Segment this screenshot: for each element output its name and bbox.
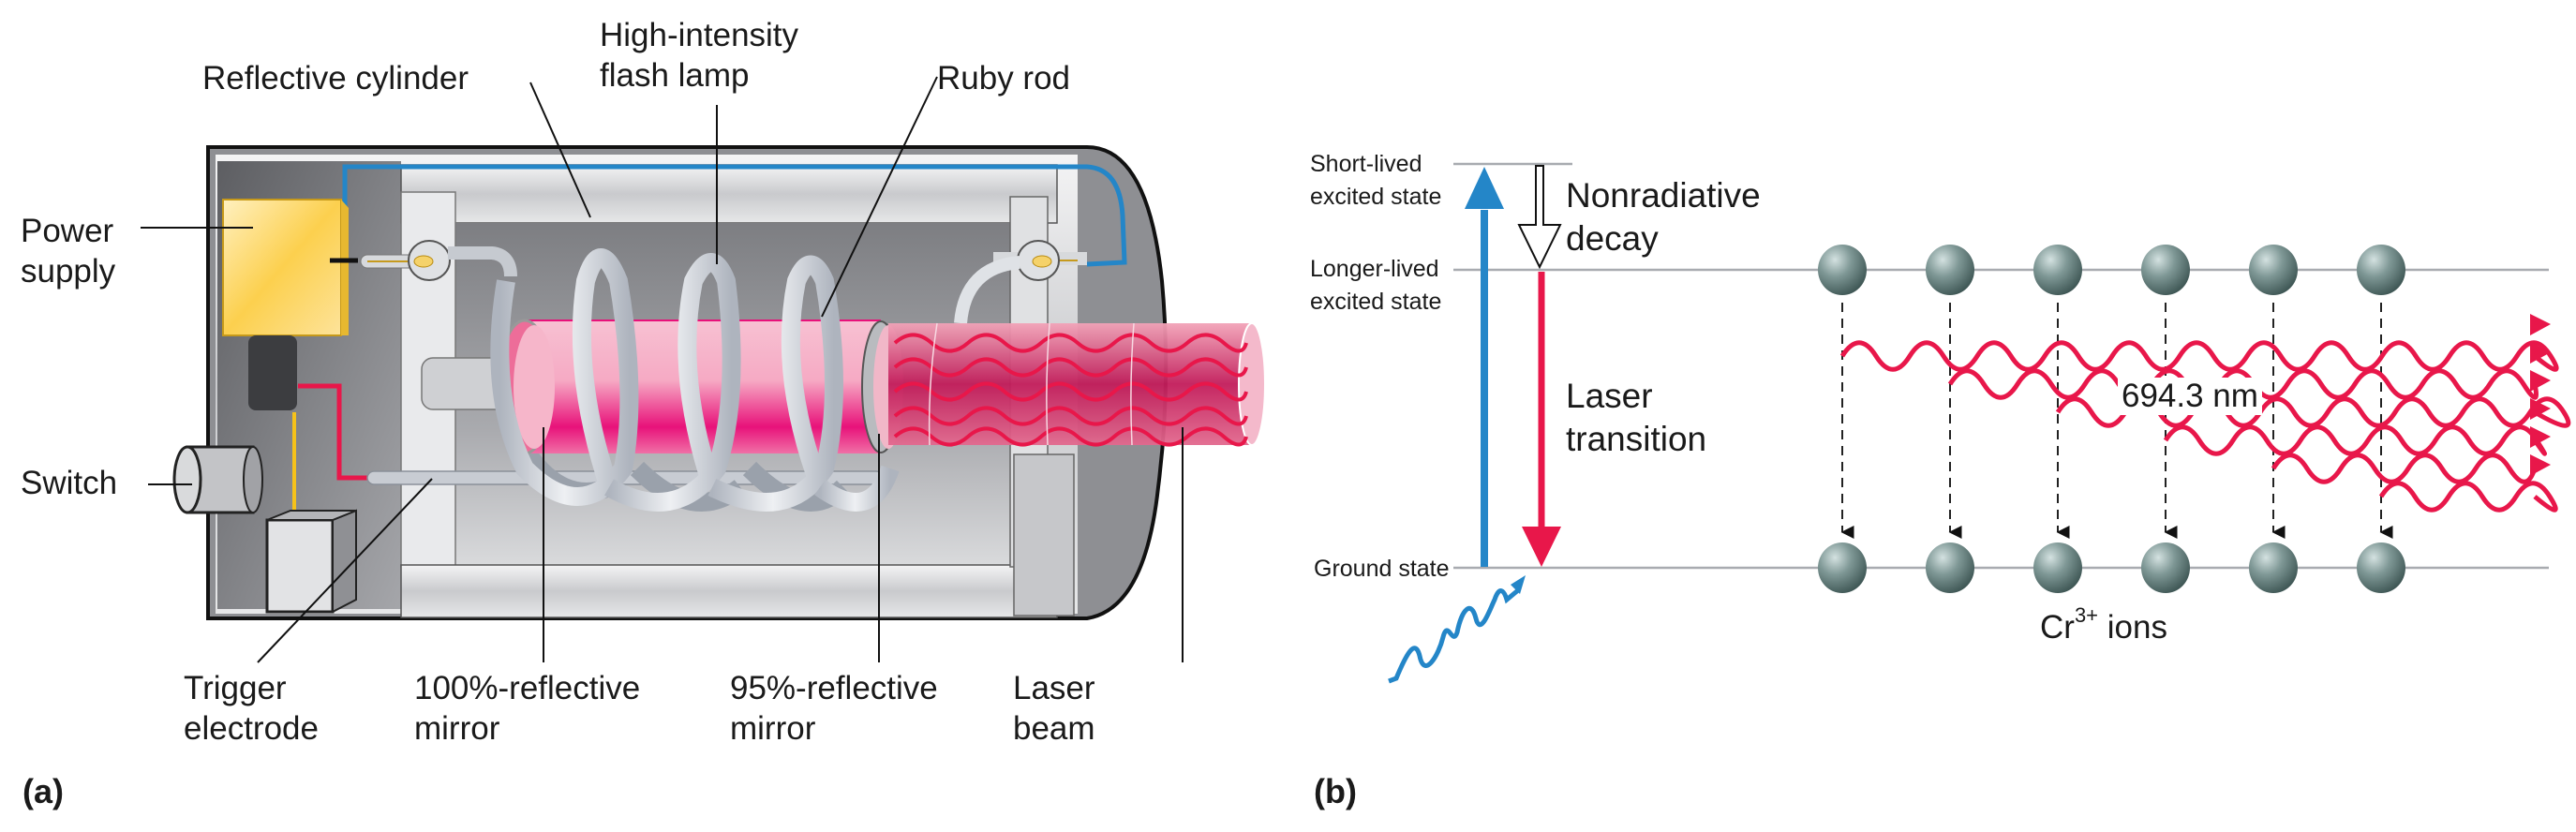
label-ruby-rod: Ruby rod <box>937 60 1071 97</box>
label-laser-beam: Laser beam <box>1013 670 1095 747</box>
label-wavelength: 694.3 nm <box>2118 378 2262 415</box>
power-supply-box <box>222 199 358 410</box>
label-short-lived-state: Short-lived excited state <box>1310 151 1442 210</box>
ion-excited <box>2357 245 2405 295</box>
label-laser-transition: Laser transition <box>1566 377 1707 458</box>
incident-photon-arrowhead <box>1511 575 1526 594</box>
beam-wave <box>893 333 1248 353</box>
cr-charge: 3+ <box>2074 603 2099 628</box>
emitted-photon-wave <box>1839 340 2559 372</box>
incident-photon-wave <box>1388 588 1520 684</box>
laser-beam-tube <box>888 322 1266 447</box>
cr-tail: ions <box>2098 609 2167 646</box>
trigger-electrode-block <box>265 509 357 614</box>
label-cr-ions: Cr3+ ions <box>2040 605 2167 647</box>
leader-lines-a <box>141 76 1184 663</box>
panel-tag-a: (a) <box>22 772 64 810</box>
ion-excited <box>2033 245 2082 295</box>
emitted-photon-arrowhead <box>2530 342 2551 364</box>
label-longer-lived-state: Longer-lived excited state <box>1310 256 1442 315</box>
nonradiative-arrow <box>1517 165 1562 270</box>
red-wire <box>298 383 369 481</box>
ion-excited <box>1818 245 1867 295</box>
cr-base: Cr <box>2040 609 2075 646</box>
ion-ground <box>1818 542 1867 593</box>
flash-lamp-coil-front <box>490 248 900 512</box>
emitted-photon-arrowhead <box>2530 314 2551 335</box>
label-switch: Switch <box>21 465 118 501</box>
beam-wave <box>893 381 1248 402</box>
emitted-photon-arrowhead <box>2530 370 2551 392</box>
label-100-mirror: 100%-reflective mirror <box>414 670 641 747</box>
ion-excited <box>2141 245 2190 295</box>
emitted-photon-wave <box>2163 424 2547 456</box>
beam-wave <box>893 357 1248 378</box>
ion-ground <box>2357 542 2405 593</box>
label-ground-state: Ground state <box>1314 556 1450 582</box>
label-trigger-electrode: Trigger electrode <box>184 670 319 747</box>
label-reflective-cylinder: Reflective cylinder <box>202 60 469 97</box>
blue-wire <box>335 164 1127 267</box>
emitted-photon-wave <box>2378 481 2558 513</box>
emitted-photon-wave <box>2271 453 2538 484</box>
switch-cylinder <box>172 445 263 514</box>
ion-ground <box>1926 542 1974 593</box>
ion-excited <box>2249 245 2298 295</box>
ion-ground <box>2249 542 2298 593</box>
emitted-photon-arrowhead <box>2530 454 2551 476</box>
pump-arrow <box>1465 167 1504 567</box>
panel-tag-b: (b) <box>1314 772 1357 810</box>
ion-ground <box>2033 542 2082 593</box>
ion-excited <box>1926 245 1974 295</box>
ion-ground <box>2141 542 2190 593</box>
beam-wave <box>893 406 1248 426</box>
emitted-photon-arrowhead <box>2530 426 2551 448</box>
emitted-photon-arrowhead <box>2530 398 2551 420</box>
beam-wave <box>893 426 1248 447</box>
lamp-electrode-left <box>360 240 517 281</box>
label-nonradiative-decay: Nonradiative decay <box>1566 176 1761 258</box>
label-95-mirror: 95%-reflective mirror <box>730 670 938 747</box>
lamp-electrode-right <box>954 240 1087 324</box>
label-power-supply: Power supply <box>21 213 116 290</box>
laser-transition-arrow <box>1522 272 1561 567</box>
label-flash-lamp: High-intensity flash lamp <box>600 17 799 94</box>
